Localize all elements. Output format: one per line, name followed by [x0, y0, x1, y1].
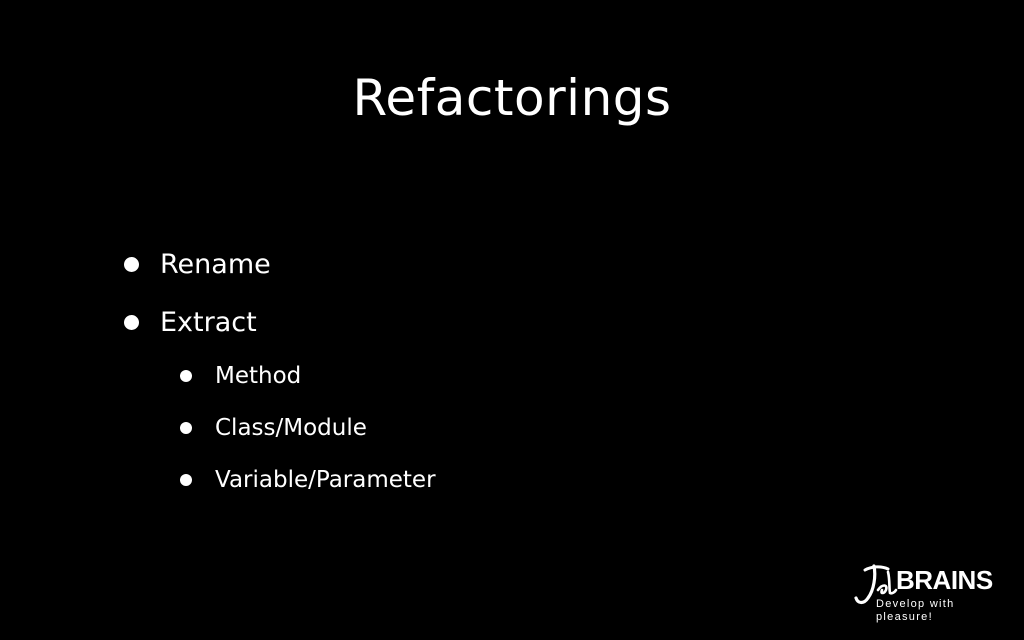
bullet-dot-icon	[124, 256, 139, 272]
bullet-item-extract: Extract	[124, 302, 257, 342]
bullet-text: Class/Module	[215, 415, 367, 441]
bullet-text: Rename	[160, 248, 271, 280]
bullet-text: Variable/Parameter	[215, 467, 436, 493]
sub-bullet-item-method: Method	[180, 359, 301, 393]
sub-bullet-item-variable-parameter: Variable/Parameter	[180, 463, 436, 497]
logo-brand-text: BRAINS	[896, 565, 993, 595]
slide-title: Refactorings	[352, 69, 672, 127]
bullet-dot-icon	[180, 422, 192, 434]
bullet-dot-icon	[124, 314, 139, 330]
logo-tagline: Develop with pleasure!	[876, 598, 955, 623]
bullet-item-rename: Rename	[124, 244, 271, 284]
sub-bullet-item-class-module: Class/Module	[180, 411, 367, 445]
bullet-text: Extract	[160, 306, 257, 338]
bullet-text: Method	[215, 363, 302, 389]
bullet-dot-icon	[180, 474, 192, 486]
bullet-dot-icon	[180, 370, 192, 382]
jet-script-icon	[854, 564, 898, 605]
jetbrains-logo: BRAINS Develop with pleasure!	[852, 560, 1002, 623]
